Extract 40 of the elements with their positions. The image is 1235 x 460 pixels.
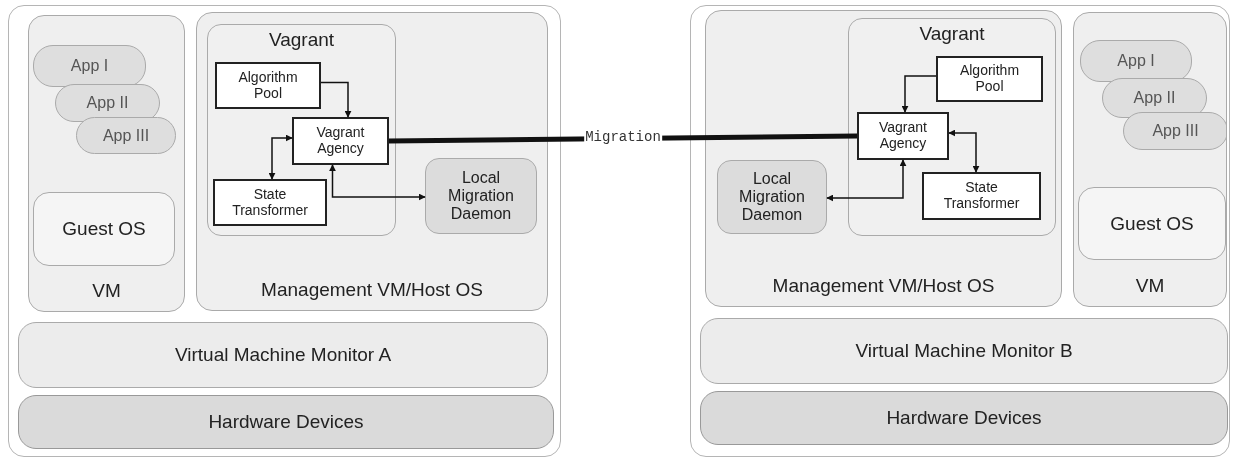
component-box: State Transformer <box>213 179 327 226</box>
daemon-box: Local Migration Daemon <box>425 158 537 234</box>
daemon-box: Local Migration Daemon <box>717 160 827 234</box>
arrow <box>901 75 937 113</box>
app-pill: App I <box>33 45 146 87</box>
vagrant-panel <box>207 24 396 236</box>
machine-frame <box>690 5 1230 457</box>
hardware-layer: Hardware Devices <box>700 391 1228 445</box>
os-panel <box>28 15 185 312</box>
os-panel <box>1073 12 1227 307</box>
edge-label: Migration <box>584 128 662 145</box>
panel-title: VM <box>91 279 122 301</box>
app-pill: App III <box>76 117 176 154</box>
component-box: Vagrant Agency <box>857 112 949 160</box>
app-pill: App I <box>1080 40 1192 82</box>
monitor-layer: Virtual Machine Monitor B <box>700 318 1228 384</box>
arrow <box>826 159 907 202</box>
panel-title: Vagrant <box>918 23 986 45</box>
hardware-layer: Hardware Devices <box>18 395 554 449</box>
os-panel <box>705 10 1062 307</box>
arrow <box>329 164 426 201</box>
panel-title: Vagrant <box>267 29 336 51</box>
component-box: Vagrant Agency <box>292 117 389 165</box>
panel-title: Management VM/Host OS <box>771 274 996 296</box>
arrow <box>320 81 352 118</box>
arrow <box>948 129 980 173</box>
app-pill: App II <box>55 84 160 122</box>
monitor-layer: Virtual Machine Monitor A <box>18 322 548 388</box>
arrow <box>268 134 293 180</box>
panel-title: Management VM/Host OS <box>260 278 484 300</box>
os-panel <box>196 12 548 311</box>
component-box: Algorithm Pool <box>936 56 1043 102</box>
vagrant-panel <box>848 18 1056 236</box>
guest-os-box: Guest OS <box>33 192 175 266</box>
component-box: Algorithm Pool <box>215 62 321 109</box>
app-pill: App III <box>1123 112 1226 150</box>
machine-frame <box>8 5 561 457</box>
component-box: State Transformer <box>922 172 1041 220</box>
guest-os-box: Guest OS <box>1078 187 1226 260</box>
panel-title: VM <box>1134 274 1166 296</box>
